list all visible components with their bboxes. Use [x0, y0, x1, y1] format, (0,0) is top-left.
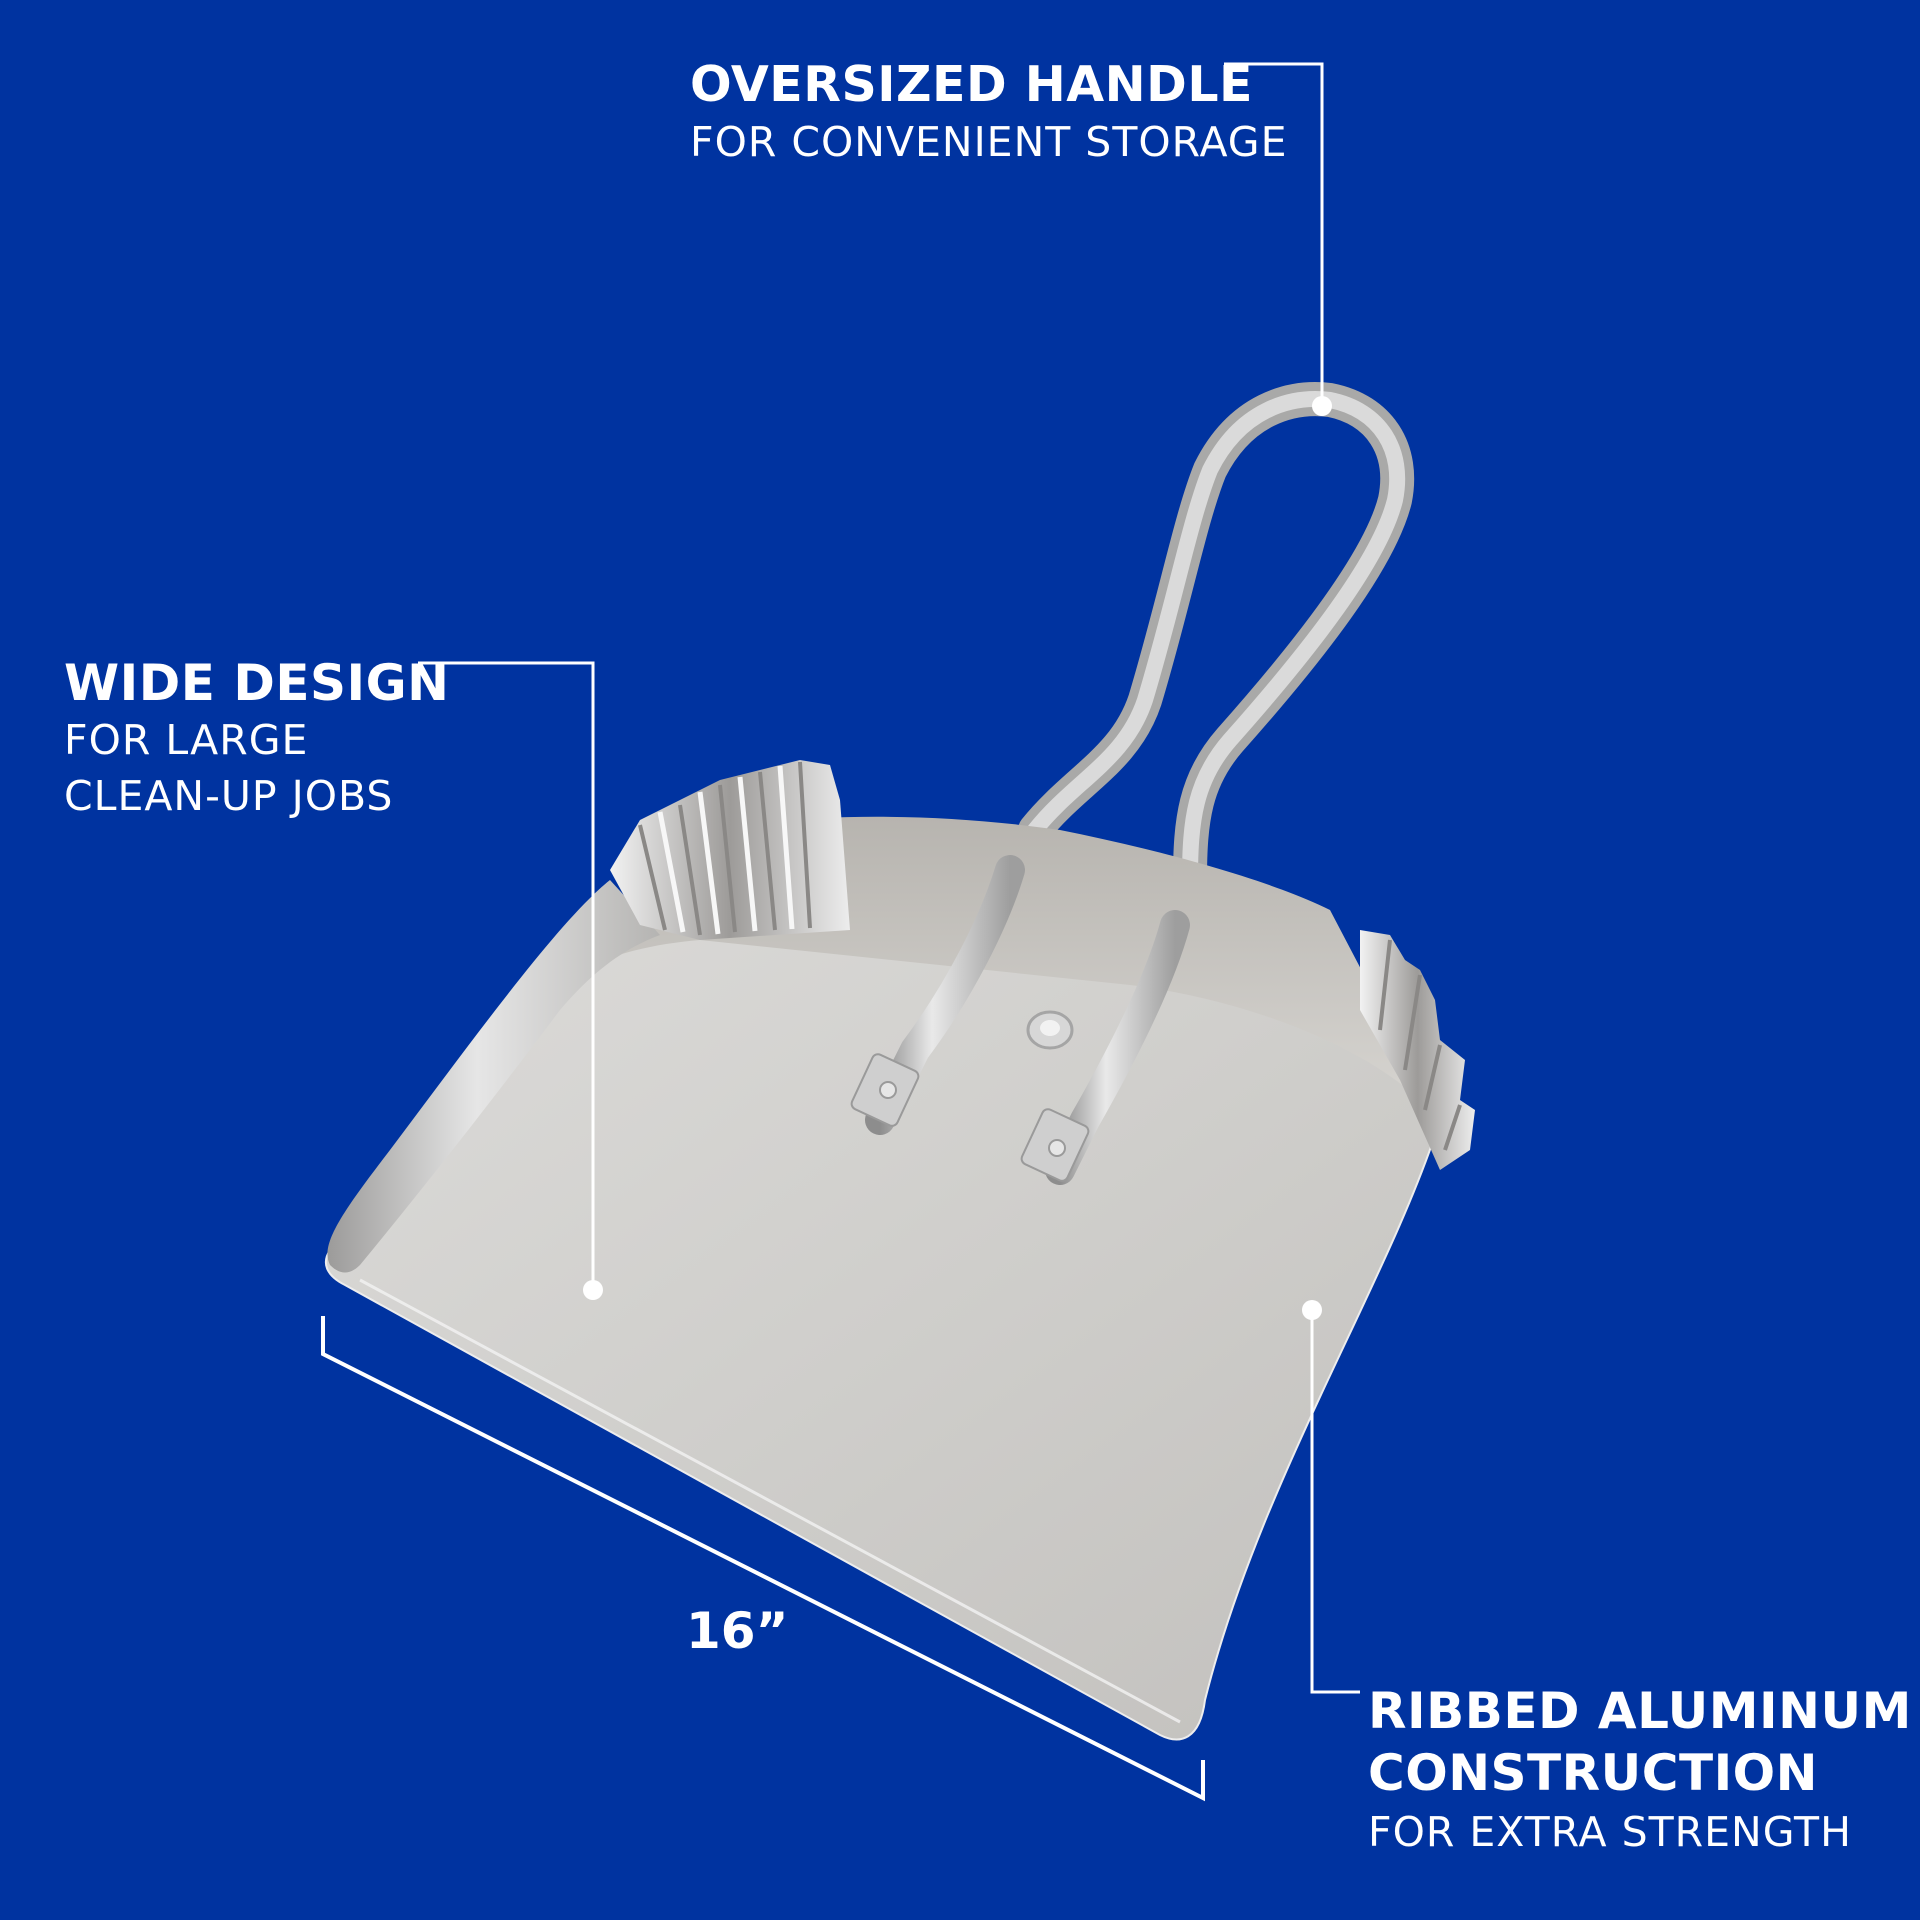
- right-ribbed-rim: [1360, 930, 1475, 1170]
- dimension-label: 16”: [686, 1602, 789, 1660]
- callout-subtitle-line-2: CLEAN-UP JOBS: [64, 772, 394, 820]
- callout-ribbed-aluminum: RIBBED ALUMINUM CONSTRUCTION FOR EXTRA S…: [1368, 1680, 1912, 1860]
- ribbed-dot-icon: [1302, 1300, 1322, 1320]
- left-ribbed-rim: [610, 760, 850, 940]
- callout-subtitle: FOR EXTRA STRENGTH: [1368, 1808, 1852, 1856]
- callout-wide-design: WIDE DESIGN FOR LARGE CLEAN-UP JOBS: [64, 654, 449, 824]
- leader-lines: [418, 62, 1360, 1694]
- dimension-bracket: [321, 1316, 1205, 1802]
- callout-title-line-1: RIBBED ALUMINUM: [1368, 1682, 1912, 1740]
- ribbed-leader: [1310, 1310, 1360, 1694]
- callout-subtitle-line-1: FOR LARGE: [64, 716, 309, 764]
- handle-leader: [1224, 62, 1324, 406]
- pan-left-wall: [327, 880, 660, 1273]
- handle-brackets: [850, 855, 1190, 1185]
- callout-oversized-handle: OVERSIZED HANDLE FOR CONVENIENT STORAGE: [690, 56, 1287, 170]
- callout-title: WIDE DESIGN: [64, 654, 450, 712]
- handle: [1018, 382, 1415, 897]
- callout-dots: [583, 396, 1332, 1320]
- callout-title-line-2: CONSTRUCTION: [1368, 1744, 1819, 1802]
- wide-dot-icon: [583, 1280, 603, 1300]
- handle-dot-icon: [1312, 396, 1332, 416]
- callout-title: OVERSIZED HANDLE: [690, 56, 1254, 113]
- wide-leader: [418, 661, 595, 1290]
- callout-subtitle: FOR CONVENIENT STORAGE: [690, 118, 1288, 166]
